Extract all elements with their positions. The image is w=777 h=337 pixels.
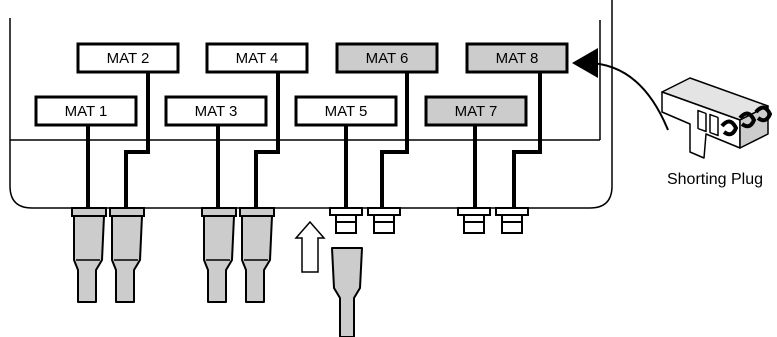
mat-box-frame bbox=[465, 42, 569, 74]
mat-label: MAT 6 bbox=[366, 50, 409, 67]
mat-box-frame bbox=[424, 95, 528, 127]
mat-3-box: MAT 3 bbox=[164, 95, 268, 127]
wire-mat-2 bbox=[124, 69, 150, 210]
wire-mat-8 bbox=[512, 69, 542, 210]
mat-label: MAT 2 bbox=[107, 50, 150, 67]
mat-6-box: MAT 6 bbox=[335, 42, 439, 74]
wires bbox=[86, 69, 542, 210]
open-socket-5 bbox=[329, 207, 363, 234]
connector-cable-3 bbox=[201, 207, 237, 303]
plug-curved-arrow-icon bbox=[572, 48, 669, 131]
open-socket-8 bbox=[495, 207, 529, 234]
mat-box-frame bbox=[76, 42, 180, 74]
mat-box-frame bbox=[34, 95, 138, 127]
mat-8-box: MAT 8 bbox=[465, 42, 569, 74]
mat-box-frame bbox=[335, 42, 439, 74]
connector-cable-4 bbox=[239, 207, 275, 303]
mat-box-frame bbox=[164, 95, 268, 127]
loose-cable bbox=[331, 247, 363, 337]
enclosure-outline bbox=[9, 0, 613, 209]
mat-2-box: MAT 2 bbox=[76, 42, 180, 74]
mat-label: MAT 8 bbox=[496, 50, 539, 67]
insert-arrow-icon bbox=[294, 220, 326, 273]
shorting-plug-caption: Shorting Plug bbox=[667, 171, 763, 188]
mat-box-frame bbox=[205, 42, 309, 74]
mat-box-frame bbox=[294, 95, 398, 127]
shorting-plug-icon bbox=[661, 77, 772, 159]
connector-cable-2 bbox=[109, 207, 145, 303]
mat-label: MAT 7 bbox=[455, 103, 498, 120]
connector-cable-1 bbox=[71, 207, 107, 303]
mat-7-box: MAT 7 bbox=[424, 95, 528, 127]
open-socket-7 bbox=[457, 207, 491, 234]
mat-label: MAT 1 bbox=[65, 103, 108, 120]
open-socket-6 bbox=[367, 207, 401, 234]
mat-label: MAT 4 bbox=[236, 50, 279, 67]
mat-1-box: MAT 1 bbox=[34, 95, 138, 127]
wire-mat-6 bbox=[380, 69, 409, 210]
mat-4-box: MAT 4 bbox=[205, 42, 309, 74]
enclosure bbox=[9, 0, 613, 209]
wire-mat-4 bbox=[254, 69, 280, 210]
mat-5-box: MAT 5 bbox=[294, 95, 398, 127]
mat-label: MAT 5 bbox=[325, 103, 368, 120]
mat-label: MAT 3 bbox=[195, 103, 238, 120]
